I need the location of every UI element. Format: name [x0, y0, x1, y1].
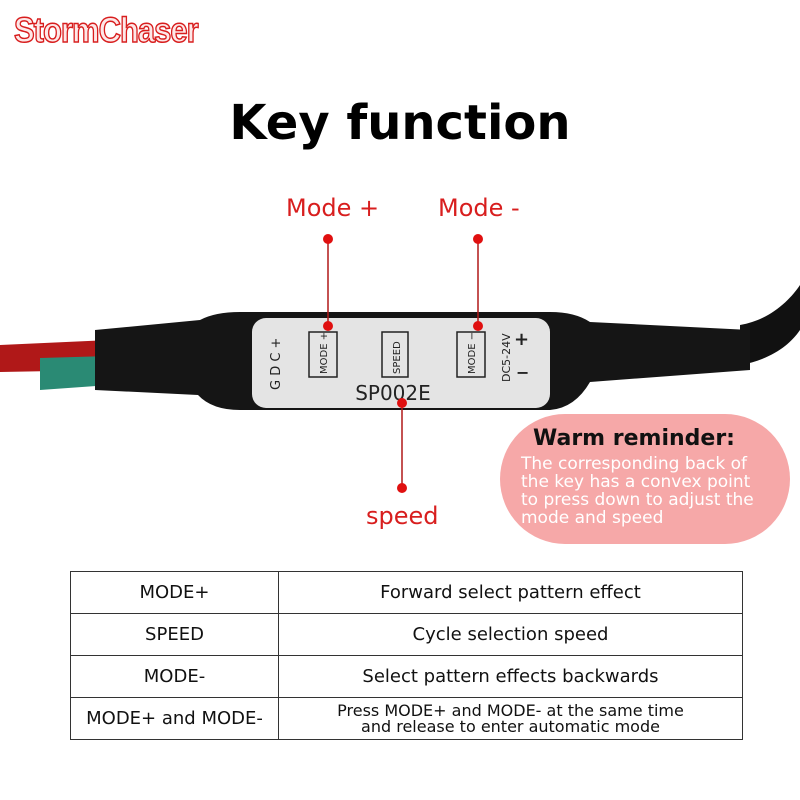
- black-cable: [740, 285, 800, 365]
- table-row: MODE+ and MODE- Press MODE+ and MODE- at …: [70, 697, 743, 740]
- table-row: MODE-Select pattern effects backwards: [70, 655, 743, 698]
- function-text: Press MODE+ and MODE- at the same time a…: [337, 700, 684, 736]
- pin-labels: G D C +: [269, 338, 284, 390]
- callout-mode-plus: Mode +: [286, 194, 380, 222]
- callout-mode-minus: Mode -: [438, 194, 520, 222]
- label-sticker: [252, 318, 550, 408]
- function-cell: Press MODE+ and MODE- at the same time a…: [278, 697, 743, 740]
- polarity-minus: −: [516, 363, 529, 382]
- key-cell: SPEED: [70, 613, 279, 656]
- reminder-title: Warm reminder:: [533, 426, 735, 451]
- mode-plus-key[interactable]: [308, 331, 338, 378]
- polarity-plus: +: [514, 329, 529, 350]
- speed-key-label: SPEED: [392, 341, 403, 374]
- mode-plus-dot: [323, 234, 333, 244]
- model-label: SP002E: [355, 381, 431, 405]
- key-cell: MODE+: [70, 571, 279, 614]
- mode-minus-key-dot: [473, 321, 483, 331]
- reminder-body: The corresponding back of the key has a …: [521, 454, 754, 528]
- callout-speed: speed: [366, 502, 439, 530]
- warm-reminder-bubble: [500, 414, 790, 544]
- function-cell: Select pattern effects backwards: [278, 655, 743, 698]
- function-cell: Cycle selection speed: [278, 613, 743, 656]
- green-wire: [40, 356, 110, 390]
- key-function-table: MODE+Forward select pattern effect SPEED…: [70, 571, 743, 740]
- mode-plus-key-label: MODE +: [319, 332, 330, 374]
- table-row: MODE+Forward select pattern effect: [70, 571, 743, 614]
- page-title: Key function: [229, 95, 571, 151]
- key-cell: MODE-: [70, 655, 279, 698]
- mode-minus-dot: [473, 234, 483, 244]
- speed-key-dot: [397, 398, 407, 408]
- voltage-label: DC5-24V: [500, 333, 513, 382]
- function-cell: Forward select pattern effect: [278, 571, 743, 614]
- mode-plus-key-dot: [323, 321, 333, 331]
- speed-key[interactable]: [381, 331, 409, 378]
- key-cell: MODE+ and MODE-: [70, 697, 279, 740]
- speed-dot: [397, 483, 407, 493]
- mode-minus-key[interactable]: [456, 331, 486, 378]
- mode-minus-key-label: MODE −: [467, 332, 478, 374]
- brand-logo: StormChaser: [13, 9, 199, 51]
